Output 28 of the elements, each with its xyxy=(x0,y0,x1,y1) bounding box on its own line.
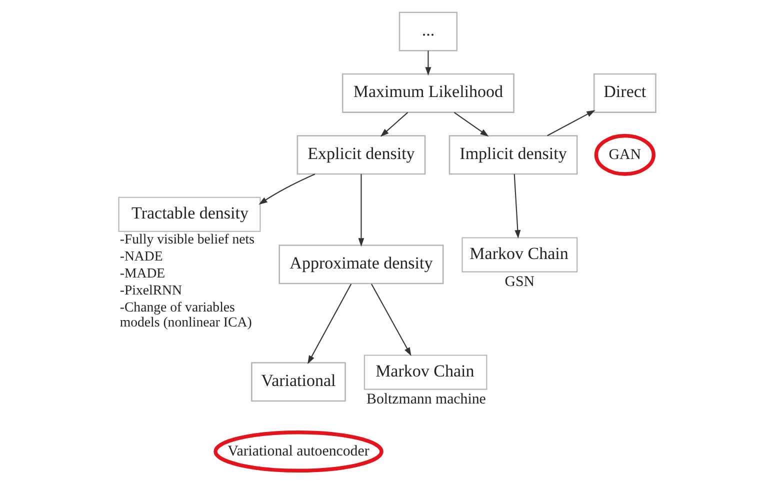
arrow xyxy=(547,110,596,136)
node-ellipse: Variational autoencoder xyxy=(214,430,384,472)
arrow xyxy=(308,284,352,364)
node-box: Markov Chain xyxy=(462,237,578,272)
arrow xyxy=(454,112,489,137)
node-label: -NADE xyxy=(120,248,163,264)
node-ellipse: GAN xyxy=(594,134,656,176)
node-label: -MADE xyxy=(120,266,166,281)
arrow xyxy=(371,284,412,356)
node-box: Approximate density xyxy=(278,244,444,284)
arrow xyxy=(425,50,432,76)
node-label: -PixelRNN xyxy=(120,282,182,298)
node-box: Direct xyxy=(593,73,656,113)
node-box: Variational xyxy=(251,362,346,402)
node-label: -Fully visible belief nets xyxy=(120,232,255,247)
node-label: GSN xyxy=(504,274,535,290)
node-box: ... xyxy=(398,12,458,52)
node-box: Explicit density xyxy=(296,135,426,175)
node-label: -Change of variables models (nonlinear ICA) xyxy=(120,300,252,330)
node-box: Tractable density xyxy=(118,196,261,232)
node-box: Markov Chain xyxy=(364,354,488,390)
node-box: Implicit density xyxy=(448,135,578,175)
arrow xyxy=(258,174,316,205)
arrow xyxy=(380,112,408,137)
node-box: Maximum Likelihood xyxy=(342,73,514,113)
arrow xyxy=(514,174,521,239)
arrow xyxy=(358,174,364,247)
node-label: Boltzmann machine xyxy=(366,391,486,408)
